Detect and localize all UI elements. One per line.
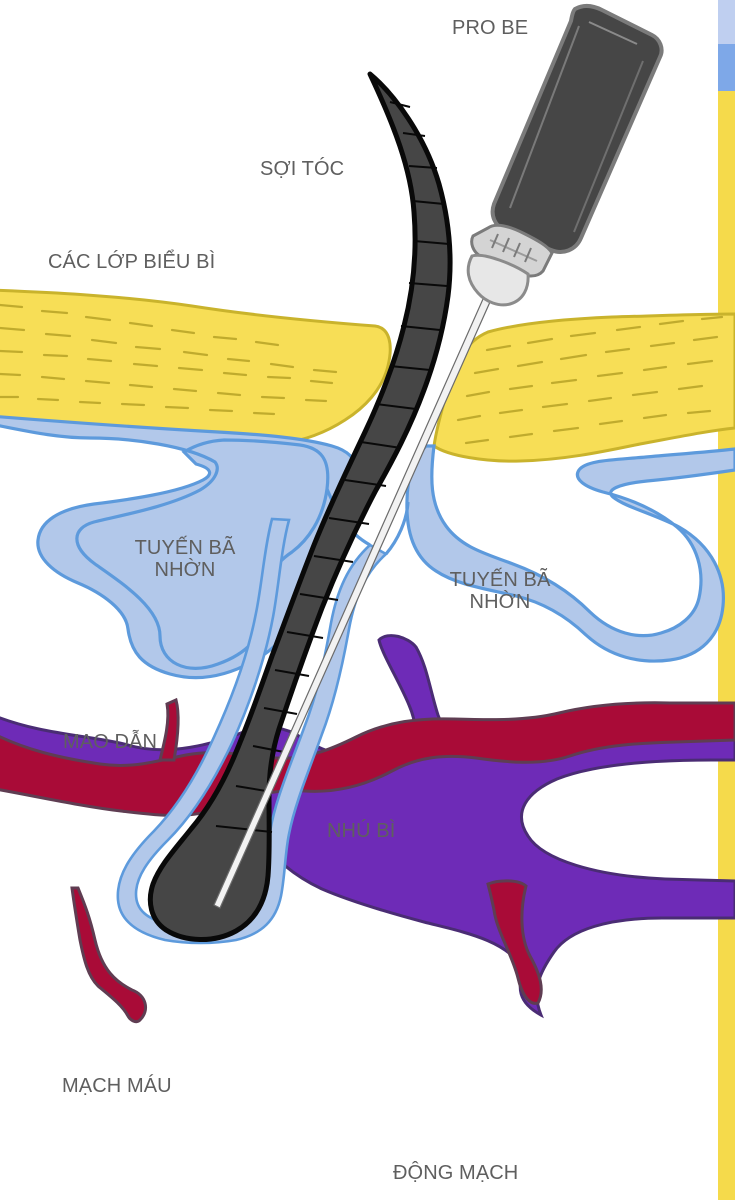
probe-tool: [468, 6, 661, 305]
epidermis-label: CÁC LỚP BIỂU BÌ: [48, 251, 215, 273]
artery-label: ĐỘNG MẠCH: [393, 1162, 518, 1184]
probe-label: PRO BE: [452, 17, 528, 39]
papilla-label: NHÚ BÌ: [327, 820, 395, 842]
hair-label: SỢI TÓC: [260, 158, 344, 180]
sebaceous-gland-right: [407, 446, 735, 661]
capillary-label: MAO DẪN: [63, 731, 157, 753]
capillary-branch-middle: [160, 700, 178, 760]
sebaceous-gland-left-label: TUYẾN BÃ NHỜN: [120, 537, 250, 581]
blood-vessel-label: MẠCH MÁU: [62, 1075, 172, 1097]
sebaceous-gland-right-label: TUYẾN BÃ NHỜN: [435, 569, 565, 613]
